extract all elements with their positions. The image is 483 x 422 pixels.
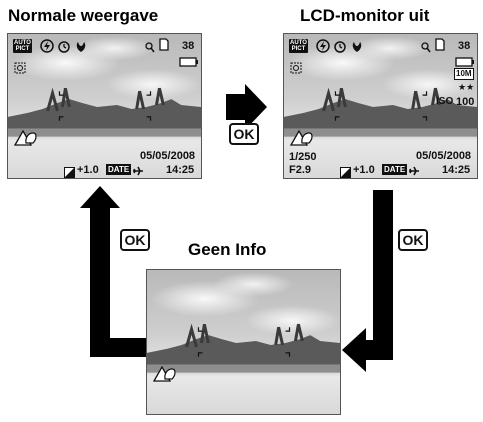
date-value: 05/05/2008 [140, 150, 196, 162]
face-detect-icon [290, 61, 302, 79]
battery-icon [179, 54, 199, 72]
iso-label: ISO [436, 96, 454, 107]
resolution-badge: 10M [454, 68, 474, 80]
beach-scene [8, 87, 201, 137]
focus-frame [58, 91, 152, 121]
ok-button-icon: OK [229, 123, 259, 145]
self-timer-icon [333, 39, 347, 58]
date-value: 05/05/2008 [416, 150, 472, 162]
ok-button-icon: OK [398, 229, 428, 251]
title-lcd-monitor-off: LCD-monitor uit [300, 6, 430, 25]
remaining-shots: 38 [182, 40, 195, 52]
exposure-comp-icon [340, 165, 351, 178]
title-normal-view: Normale weergave [8, 6, 159, 25]
screen-no-info [146, 269, 341, 415]
airplane-icon [132, 164, 144, 178]
memory-card-icon [159, 38, 169, 56]
macro-icon [74, 39, 88, 58]
macro-icon [350, 39, 364, 58]
date-imprint-badge: DATE [382, 164, 408, 175]
flash-off-icon [316, 39, 330, 58]
airplane-icon [408, 164, 420, 178]
aperture-value: F2.9 [289, 164, 312, 176]
face-detect-icon [14, 61, 26, 79]
exposure-comp-icon [64, 165, 75, 178]
beach-scene [284, 87, 477, 137]
arrow-down-shaft [373, 190, 393, 360]
shutter-speed: 1/250 [289, 151, 317, 163]
arrow-up-shaft [90, 205, 110, 357]
remaining-shots: 38 [458, 40, 471, 52]
arrow-down-head [342, 328, 366, 372]
zoom-icon [145, 40, 155, 58]
exposure-value: +1.0 [77, 164, 99, 176]
arrow-right [226, 84, 267, 130]
date-imprint-badge: DATE [106, 164, 132, 175]
zoom-icon [421, 40, 431, 58]
focus-frame [197, 327, 291, 357]
exposure-value: +1.0 [353, 164, 375, 176]
shake-warning-icon [152, 363, 178, 388]
time-value: 14:25 [442, 164, 471, 176]
quality-stars: ★★ [458, 82, 475, 92]
iso-value: 100 [456, 96, 475, 108]
focus-frame [334, 91, 428, 121]
battery-icon [455, 54, 475, 72]
time-value: 14:25 [166, 164, 195, 176]
shake-warning-icon [289, 127, 315, 152]
title-no-info: Geen Info [188, 240, 267, 259]
arrow-up-head [80, 186, 120, 208]
memory-card-icon [435, 38, 445, 56]
ok-button-icon: OK [120, 229, 150, 251]
flash-off-icon [40, 39, 54, 58]
beach-scene [147, 323, 340, 373]
shake-warning-icon [13, 127, 39, 152]
arrow-down-left [363, 340, 393, 360]
self-timer-icon [57, 39, 71, 58]
